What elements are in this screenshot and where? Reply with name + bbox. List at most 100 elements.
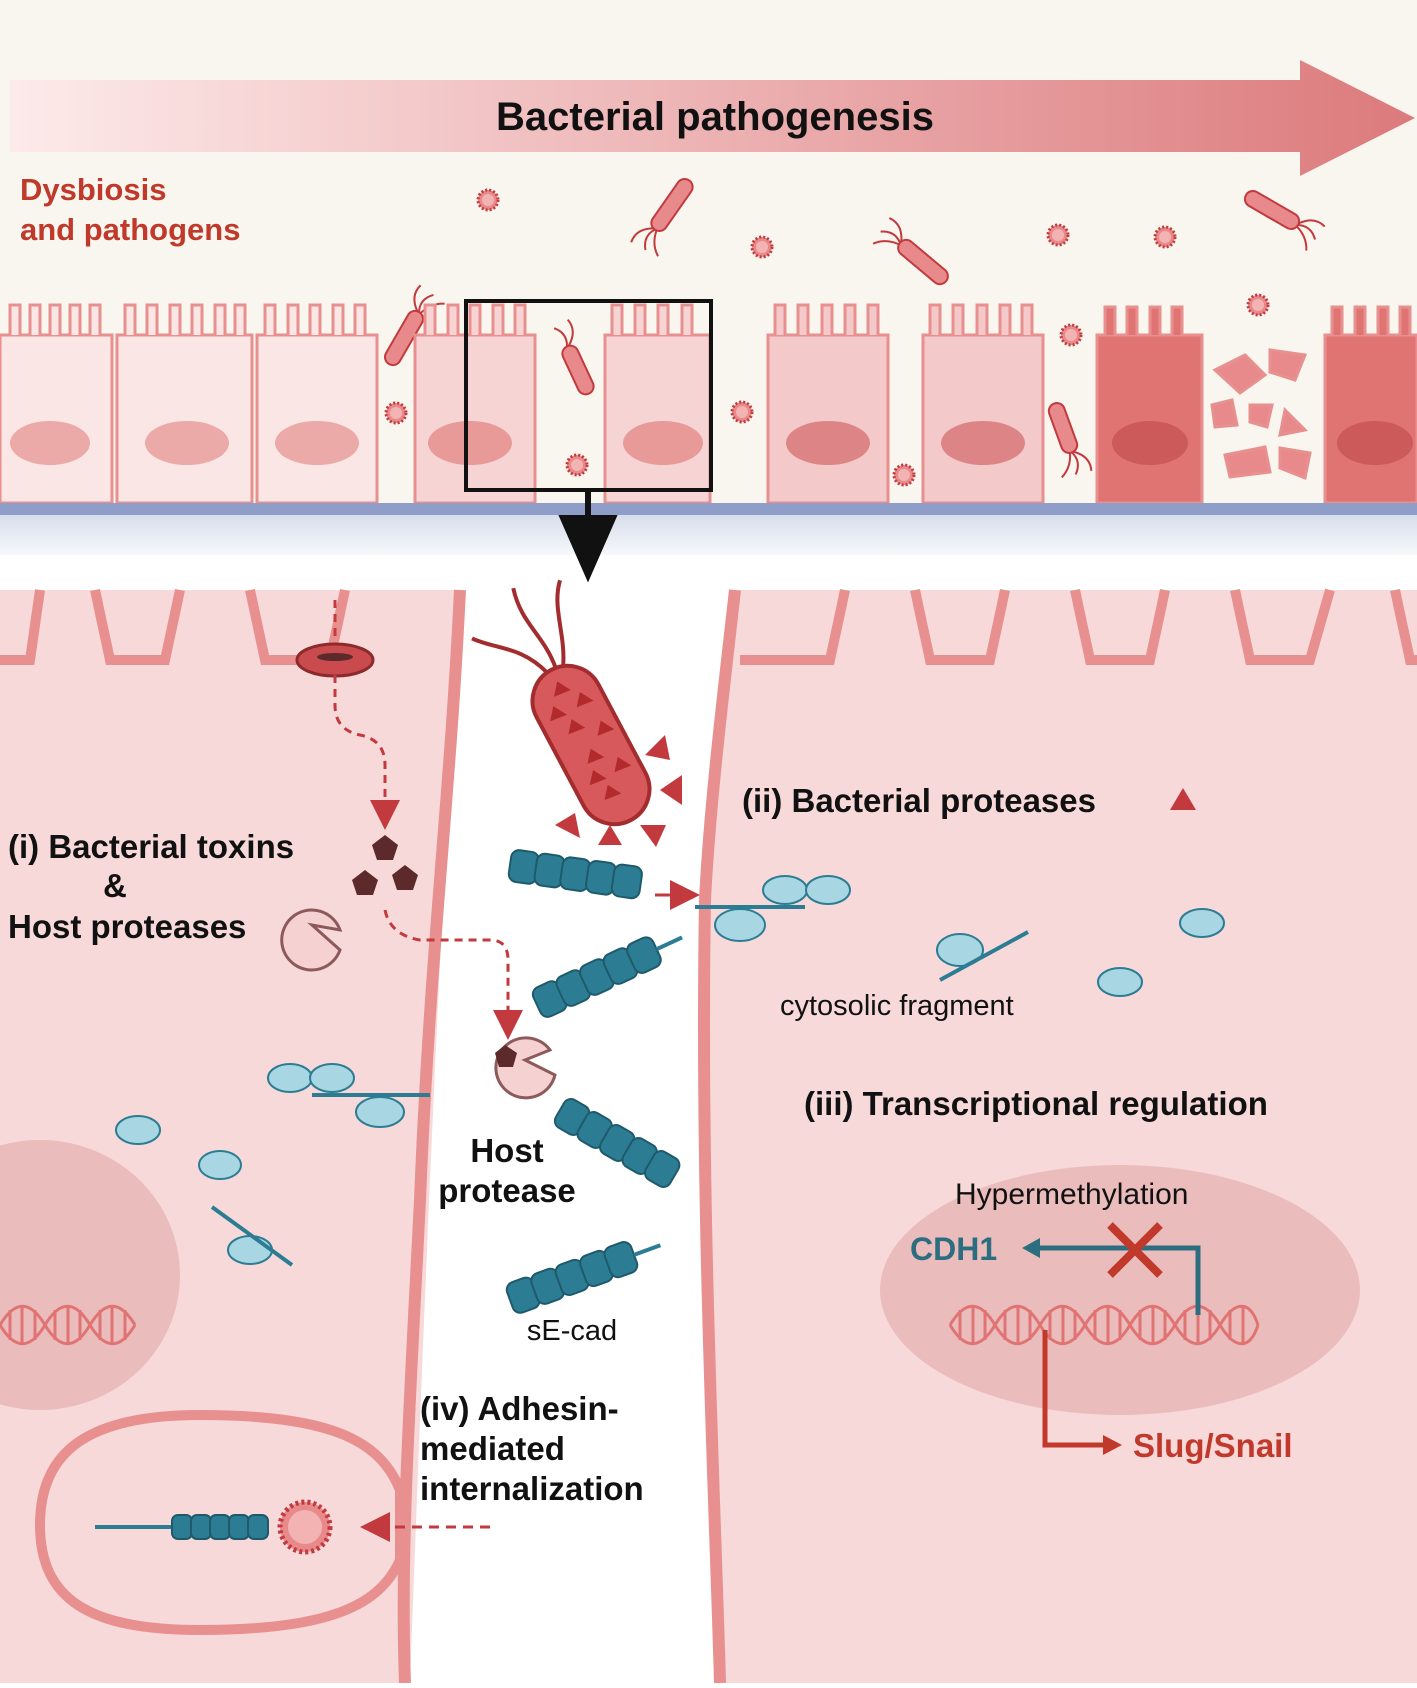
internalized-coccus-icon: [277, 1499, 333, 1555]
cdh1-promoter-arrow: [1040, 1245, 1201, 1315]
catenin-fragments-left: [115, 1063, 405, 1265]
host-protease-icon: [280, 908, 343, 972]
cytosolic-fragment-label: cytosolic fragment: [780, 990, 1014, 1022]
catenin-icon: [1097, 967, 1143, 997]
mechanism-iv-line2: mediated: [420, 1430, 565, 1467]
rod-bacterium: [553, 318, 595, 396]
basement-membrane: [0, 503, 1417, 515]
coccus: [476, 188, 500, 212]
epithelial-cell: [0, 303, 114, 505]
epithelium-top: [0, 303, 1417, 505]
bacterial-protease-icon: [640, 825, 666, 847]
right-cell-microvilli: [740, 588, 1417, 665]
left-nucleus: [0, 1140, 180, 1410]
catenin-icon: [267, 1063, 313, 1093]
mechanism-i-line2: &: [103, 867, 127, 904]
pore-center: [317, 653, 353, 661]
coccus: [1059, 323, 1083, 347]
cdh1-label: CDH1: [910, 1231, 997, 1267]
toxin-cluster: [352, 835, 418, 895]
mechanism-i-line1: (i) Bacterial toxins: [8, 828, 294, 865]
e-cadherin-chain: [553, 1098, 681, 1188]
bacterial-protease-icon: [598, 825, 622, 845]
epithelial-cell: [766, 303, 890, 505]
soluble-e-cadherin-chain: [505, 1241, 662, 1314]
catenin-icon: [762, 875, 808, 905]
epithelial-cell: [115, 303, 254, 505]
page-title: Bacterial pathogenesis: [496, 95, 934, 139]
left-dna-icon: [0, 1304, 137, 1346]
block-x-icon: [1107, 1222, 1163, 1278]
cytosolic-fragment-tail: [939, 930, 1029, 982]
coccus: [1153, 225, 1177, 249]
vesicle-e-cadherin: [171, 1514, 269, 1540]
coccus: [565, 453, 589, 477]
mechanism-iv-line3: internalization: [420, 1470, 644, 1507]
rod-bacterium: [630, 177, 694, 257]
bacterial-protease-cluster: [555, 735, 1196, 847]
toxin-icon: [372, 835, 398, 860]
catenin-icon: [936, 933, 984, 967]
mechanism-ii-label: (ii) Bacterial proteases: [742, 782, 1096, 819]
epithelial-cell: [921, 303, 1045, 505]
catenin-icon: [198, 1150, 242, 1180]
left-cell-body: [0, 590, 460, 1683]
mechanism-iv-line1: (iv) Adhesin-: [420, 1390, 619, 1427]
host-protease-label-line1: Host: [470, 1132, 543, 1169]
large-bacterium-icon: [471, 579, 652, 827]
mechanism-i-line3: Host proteases: [8, 908, 246, 945]
dysbiosis-label-line2: and pathogens: [20, 212, 240, 247]
damaged-epithelial-cell: [1095, 305, 1204, 505]
rod-bacterium: [1243, 190, 1326, 251]
catenin-icon: [115, 1115, 161, 1145]
bacterial-protease-icon: [660, 775, 682, 805]
coccus: [750, 235, 774, 259]
epithelial-cell: [255, 303, 379, 505]
catenin-fragments-right: [714, 875, 1225, 997]
bacterial-protease-icon: [645, 735, 670, 760]
catenin-icon: [227, 1235, 273, 1265]
e-cadherin-chain: [531, 935, 683, 1018]
coccus: [1046, 223, 1070, 247]
hypermethylation-label: Hypermethylation: [955, 1178, 1188, 1211]
basement-membrane-shadow: [0, 515, 1417, 555]
rod-bacterium: [1047, 402, 1093, 479]
slug-snail-label: Slug/Snail: [1133, 1427, 1293, 1464]
e-cadherin-chain: [507, 849, 643, 900]
catenin-icon: [355, 1096, 405, 1128]
rod-bacteria-group: [384, 177, 1326, 479]
cell-debris: [1210, 348, 1312, 481]
toxin-icon: [352, 870, 378, 895]
pathogenesis-arrow: [10, 60, 1415, 176]
dysbiosis-label-line1: Dysbiosis: [20, 172, 166, 207]
legend-protease-icon: [1170, 788, 1196, 810]
host-protease-label-line2: protease: [438, 1172, 576, 1209]
epithelial-cell: [603, 303, 712, 505]
right-cell-membrane: [697, 589, 741, 1684]
toxin-path-arrow: [333, 600, 385, 815]
bacterial-protease-icon: [555, 813, 580, 838]
epithelial-cell: [413, 303, 537, 505]
coccus: [1246, 293, 1270, 317]
right-dna-icon: [948, 1304, 1260, 1346]
se-cad-label: sE-cad: [527, 1315, 617, 1347]
catenin-icon: [1179, 908, 1225, 938]
toxin-bound-icon: [495, 1045, 517, 1067]
damaged-epithelial-cell: [1323, 305, 1417, 505]
coccus: [892, 463, 916, 487]
slug-snail-arrowhead: [1103, 1435, 1122, 1455]
left-fragment-tail: [210, 1205, 294, 1267]
coccus: [384, 401, 408, 425]
catenin-icon: [805, 875, 851, 905]
slug-snail-arrow: [1042, 1330, 1105, 1448]
rod-bacterium: [872, 217, 949, 286]
toxin-icon: [392, 865, 418, 890]
cdh1-arrowhead: [1022, 1238, 1040, 1258]
catenin-icon: [309, 1063, 355, 1093]
right-cell-body: [703, 590, 1417, 1683]
mechanism-iii-label: (iii) Transcriptional regulation: [804, 1085, 1268, 1122]
toxin-to-cleavage-arrow: [383, 909, 523, 1040]
catenin-icon: [714, 908, 766, 942]
